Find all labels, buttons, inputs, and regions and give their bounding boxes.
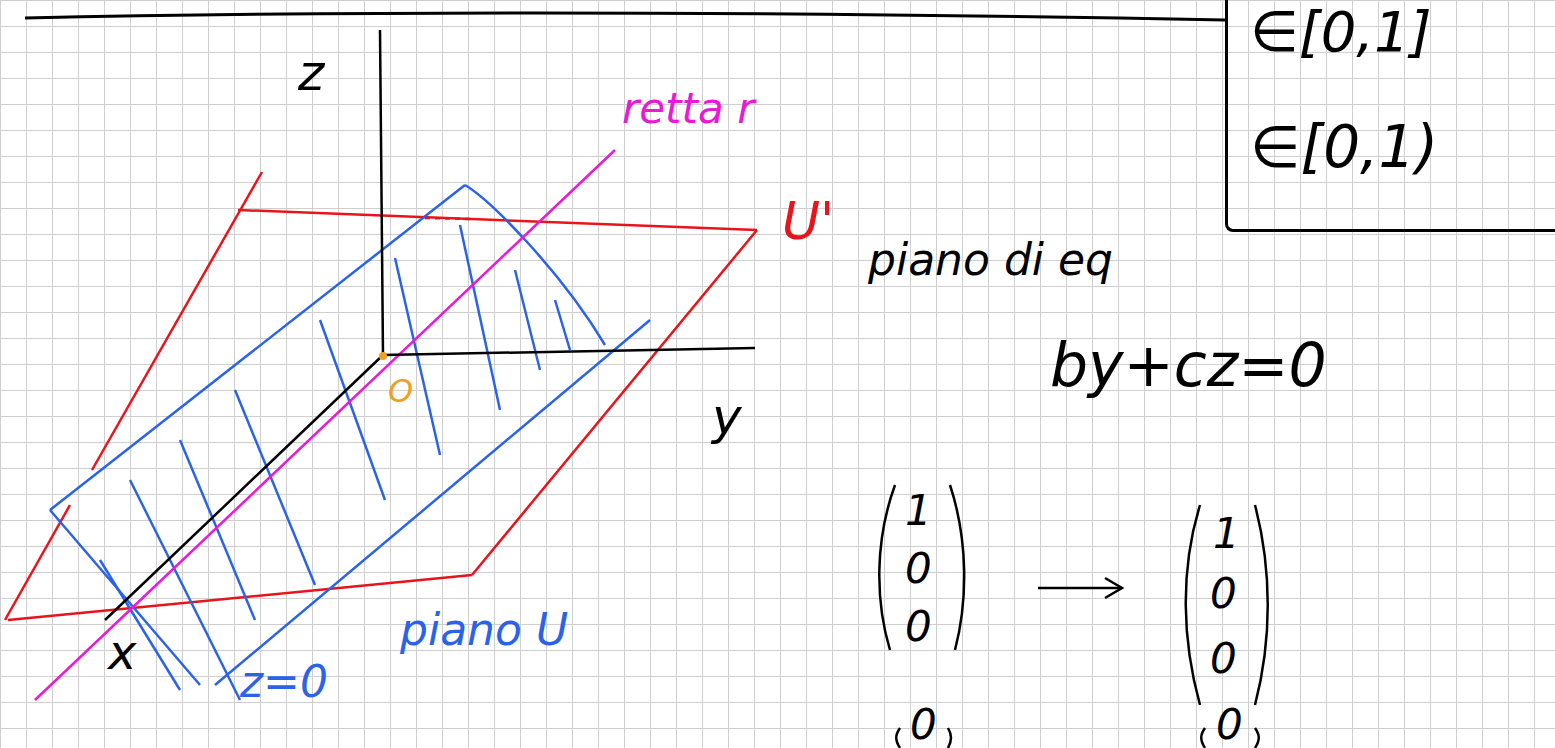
axis-label: z — [298, 48, 324, 98]
plane-label: piano U — [400, 608, 568, 652]
vector-brackets — [879, 485, 1267, 748]
interval-box: ∈[0,1] ∈[0,1) — [1225, 0, 1555, 232]
origin-label: O — [388, 375, 413, 407]
equation: by+cz=0 — [1050, 335, 1327, 395]
vector-entry: 0 — [910, 704, 937, 746]
hidden-edge — [425, 218, 470, 219]
interval-text: ∈[0,1) — [1250, 118, 1438, 176]
note-text: piano di eq — [868, 238, 1113, 282]
vector-entry: 0 — [1216, 704, 1243, 746]
vector-entry: 0 — [905, 606, 932, 648]
vector-entry: 0 — [1210, 638, 1237, 680]
vector-entry: 1 — [905, 490, 932, 532]
interval-text: ∈[0,1] — [1250, 4, 1432, 60]
top-rule — [25, 13, 1225, 20]
line-r — [35, 150, 615, 700]
axes — [105, 30, 755, 620]
axis-label: x — [108, 628, 136, 676]
line-label: retta r — [622, 88, 754, 130]
vector-entry: 0 — [1210, 573, 1237, 615]
plane-equation: z=0 — [240, 660, 328, 704]
plane-label: U' — [782, 195, 834, 247]
vector-entry: 0 — [905, 548, 932, 590]
axis-label: y — [712, 392, 742, 442]
plane-u — [50, 185, 650, 700]
vector-entry: 1 — [1213, 513, 1240, 555]
origin-dot — [379, 352, 387, 360]
